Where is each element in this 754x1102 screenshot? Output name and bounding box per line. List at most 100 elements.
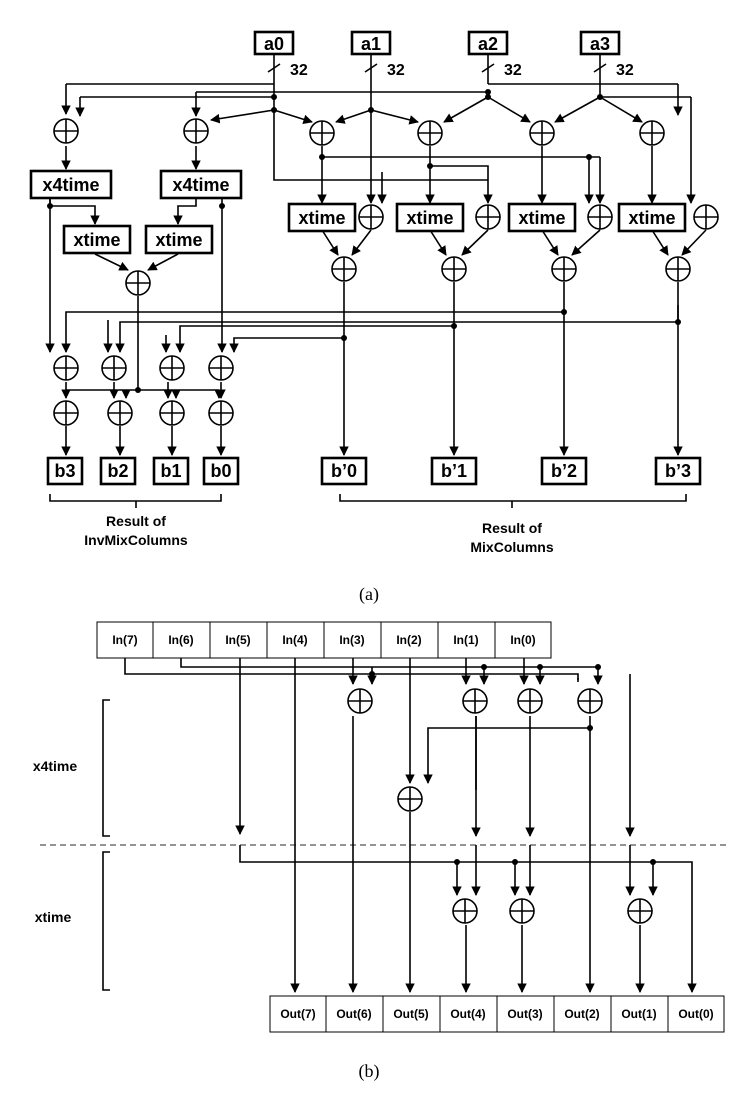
- out-bit-6: Out(6): [336, 1007, 371, 1021]
- xtime-block: xtime: [144, 224, 214, 255]
- xor-gate: [183, 118, 209, 144]
- output-b1: b1: [152, 456, 190, 486]
- xor-gate: [53, 355, 79, 381]
- output-b-prime-3: b’3: [654, 456, 702, 486]
- xor-gate: [551, 256, 577, 282]
- xor-gate: [358, 204, 384, 230]
- svg-text:b’3: b’3: [665, 461, 691, 481]
- svg-text:x4time: x4time: [172, 175, 229, 195]
- input-a3: a3: [579, 30, 621, 56]
- figure-b-xor-gates: [347, 688, 653, 924]
- out-bit-0: Out(0): [678, 1007, 713, 1021]
- svg-text:b1: b1: [160, 461, 181, 481]
- xor-gate: [529, 120, 555, 146]
- x4time-block: x4time: [29, 169, 113, 200]
- input-a2-label: a2: [478, 34, 498, 54]
- output-b2: b2: [99, 456, 137, 486]
- xor-gate: [331, 256, 357, 282]
- figure-b-junctions: [369, 664, 656, 865]
- in-bit-5: In(5): [225, 633, 250, 647]
- xor-gate: [639, 120, 665, 146]
- inv-caption-line1: Result of: [106, 513, 166, 529]
- output-b-prime-2: b’2: [540, 456, 588, 486]
- figure-a: a0 a1 a2 a3 32 32 32 32 x4time x4time: [29, 30, 719, 605]
- bus-width-label: 32: [504, 62, 522, 79]
- xor-gate: [397, 786, 423, 812]
- svg-text:xtime: xtime: [406, 208, 453, 228]
- in-bit-1: In(1): [453, 633, 478, 647]
- input-a3-label: a3: [590, 34, 610, 54]
- output-b-prime-1: b’1: [430, 456, 478, 486]
- xor-gate: [452, 898, 478, 924]
- input-a2: a2: [467, 30, 509, 56]
- section-label-x4time: x4time: [33, 758, 78, 774]
- xtime-block: xtime: [617, 202, 687, 233]
- figure-a-junctions: [47, 89, 681, 393]
- figure-a-xor-gates: [53, 118, 719, 426]
- xtime-block: xtime: [395, 202, 465, 233]
- xor-gate: [627, 898, 653, 924]
- xor-gate: [53, 118, 79, 144]
- bus-width-label: 32: [616, 62, 634, 79]
- xor-gate: [693, 204, 719, 230]
- figure-b-wires: [40, 658, 730, 993]
- figure-a-wires: [45, 53, 707, 508]
- input-a1-label: a1: [361, 34, 381, 54]
- svg-text:x4time: x4time: [42, 175, 99, 195]
- input-register: In(7) In(6) In(5) In(4) In(3) In(2) In(1…: [96, 621, 552, 659]
- output-b3: b3: [46, 456, 84, 486]
- out-bit-3: Out(3): [507, 1007, 542, 1021]
- x4time-block: x4time: [159, 169, 243, 200]
- xor-gate: [208, 400, 234, 426]
- svg-text:b2: b2: [107, 461, 128, 481]
- xtime-block: xtime: [507, 202, 577, 233]
- xtime-block: xtime: [62, 224, 132, 255]
- xor-gate: [347, 688, 373, 714]
- fwd-caption-line1: Result of: [482, 520, 542, 536]
- input-a1: a1: [350, 30, 392, 56]
- svg-text:b0: b0: [210, 461, 231, 481]
- section-label-xtime: xtime: [35, 909, 72, 925]
- out-bit-2: Out(2): [564, 1007, 599, 1021]
- figure-b: In(7) In(6) In(5) In(4) In(3) In(2) In(1…: [33, 621, 730, 1082]
- out-bit-7: Out(7): [280, 1007, 315, 1021]
- output-b0: b0: [202, 456, 240, 486]
- xor-gate: [462, 688, 488, 714]
- inv-caption-line2: InvMixColumns: [84, 532, 188, 548]
- in-bit-7: In(7): [112, 633, 137, 647]
- xor-gate: [159, 400, 185, 426]
- in-bit-3: In(3): [339, 633, 364, 647]
- xor-gate: [208, 355, 234, 381]
- fwd-caption-line2: MixColumns: [470, 539, 553, 555]
- input-a0: a0: [253, 30, 295, 56]
- xor-gate: [577, 688, 603, 714]
- svg-text:b’2: b’2: [551, 461, 577, 481]
- input-a0-label: a0: [264, 34, 284, 54]
- out-bit-4: Out(4): [450, 1007, 485, 1021]
- svg-text:xtime: xtime: [628, 208, 675, 228]
- xor-gate: [107, 400, 133, 426]
- subcaption-a: (a): [359, 584, 379, 605]
- xor-gate: [125, 270, 151, 296]
- xor-gate: [159, 355, 185, 381]
- xor-gate: [101, 355, 127, 381]
- svg-text:b3: b3: [54, 461, 75, 481]
- output-b-prime-0: b’0: [320, 456, 368, 486]
- output-register: Out(7) Out(6) Out(5) Out(4) Out(3) Out(2…: [269, 995, 725, 1033]
- in-bit-0: In(0): [510, 633, 535, 647]
- xor-gate: [509, 898, 535, 924]
- svg-text:b’0: b’0: [331, 461, 357, 481]
- in-bit-4: In(4): [282, 633, 307, 647]
- xor-gate: [53, 400, 79, 426]
- subcaption-b: (b): [359, 1061, 380, 1082]
- xor-gate: [665, 256, 691, 282]
- in-bit-2: In(2): [396, 633, 421, 647]
- xor-gate: [517, 688, 543, 714]
- xor-gate: [309, 120, 335, 146]
- xor-gate: [587, 204, 613, 230]
- bus-width-label: 32: [387, 62, 405, 79]
- svg-text:b’1: b’1: [441, 461, 467, 481]
- out-bit-1: Out(1): [621, 1007, 656, 1021]
- xtime-block: xtime: [287, 202, 357, 233]
